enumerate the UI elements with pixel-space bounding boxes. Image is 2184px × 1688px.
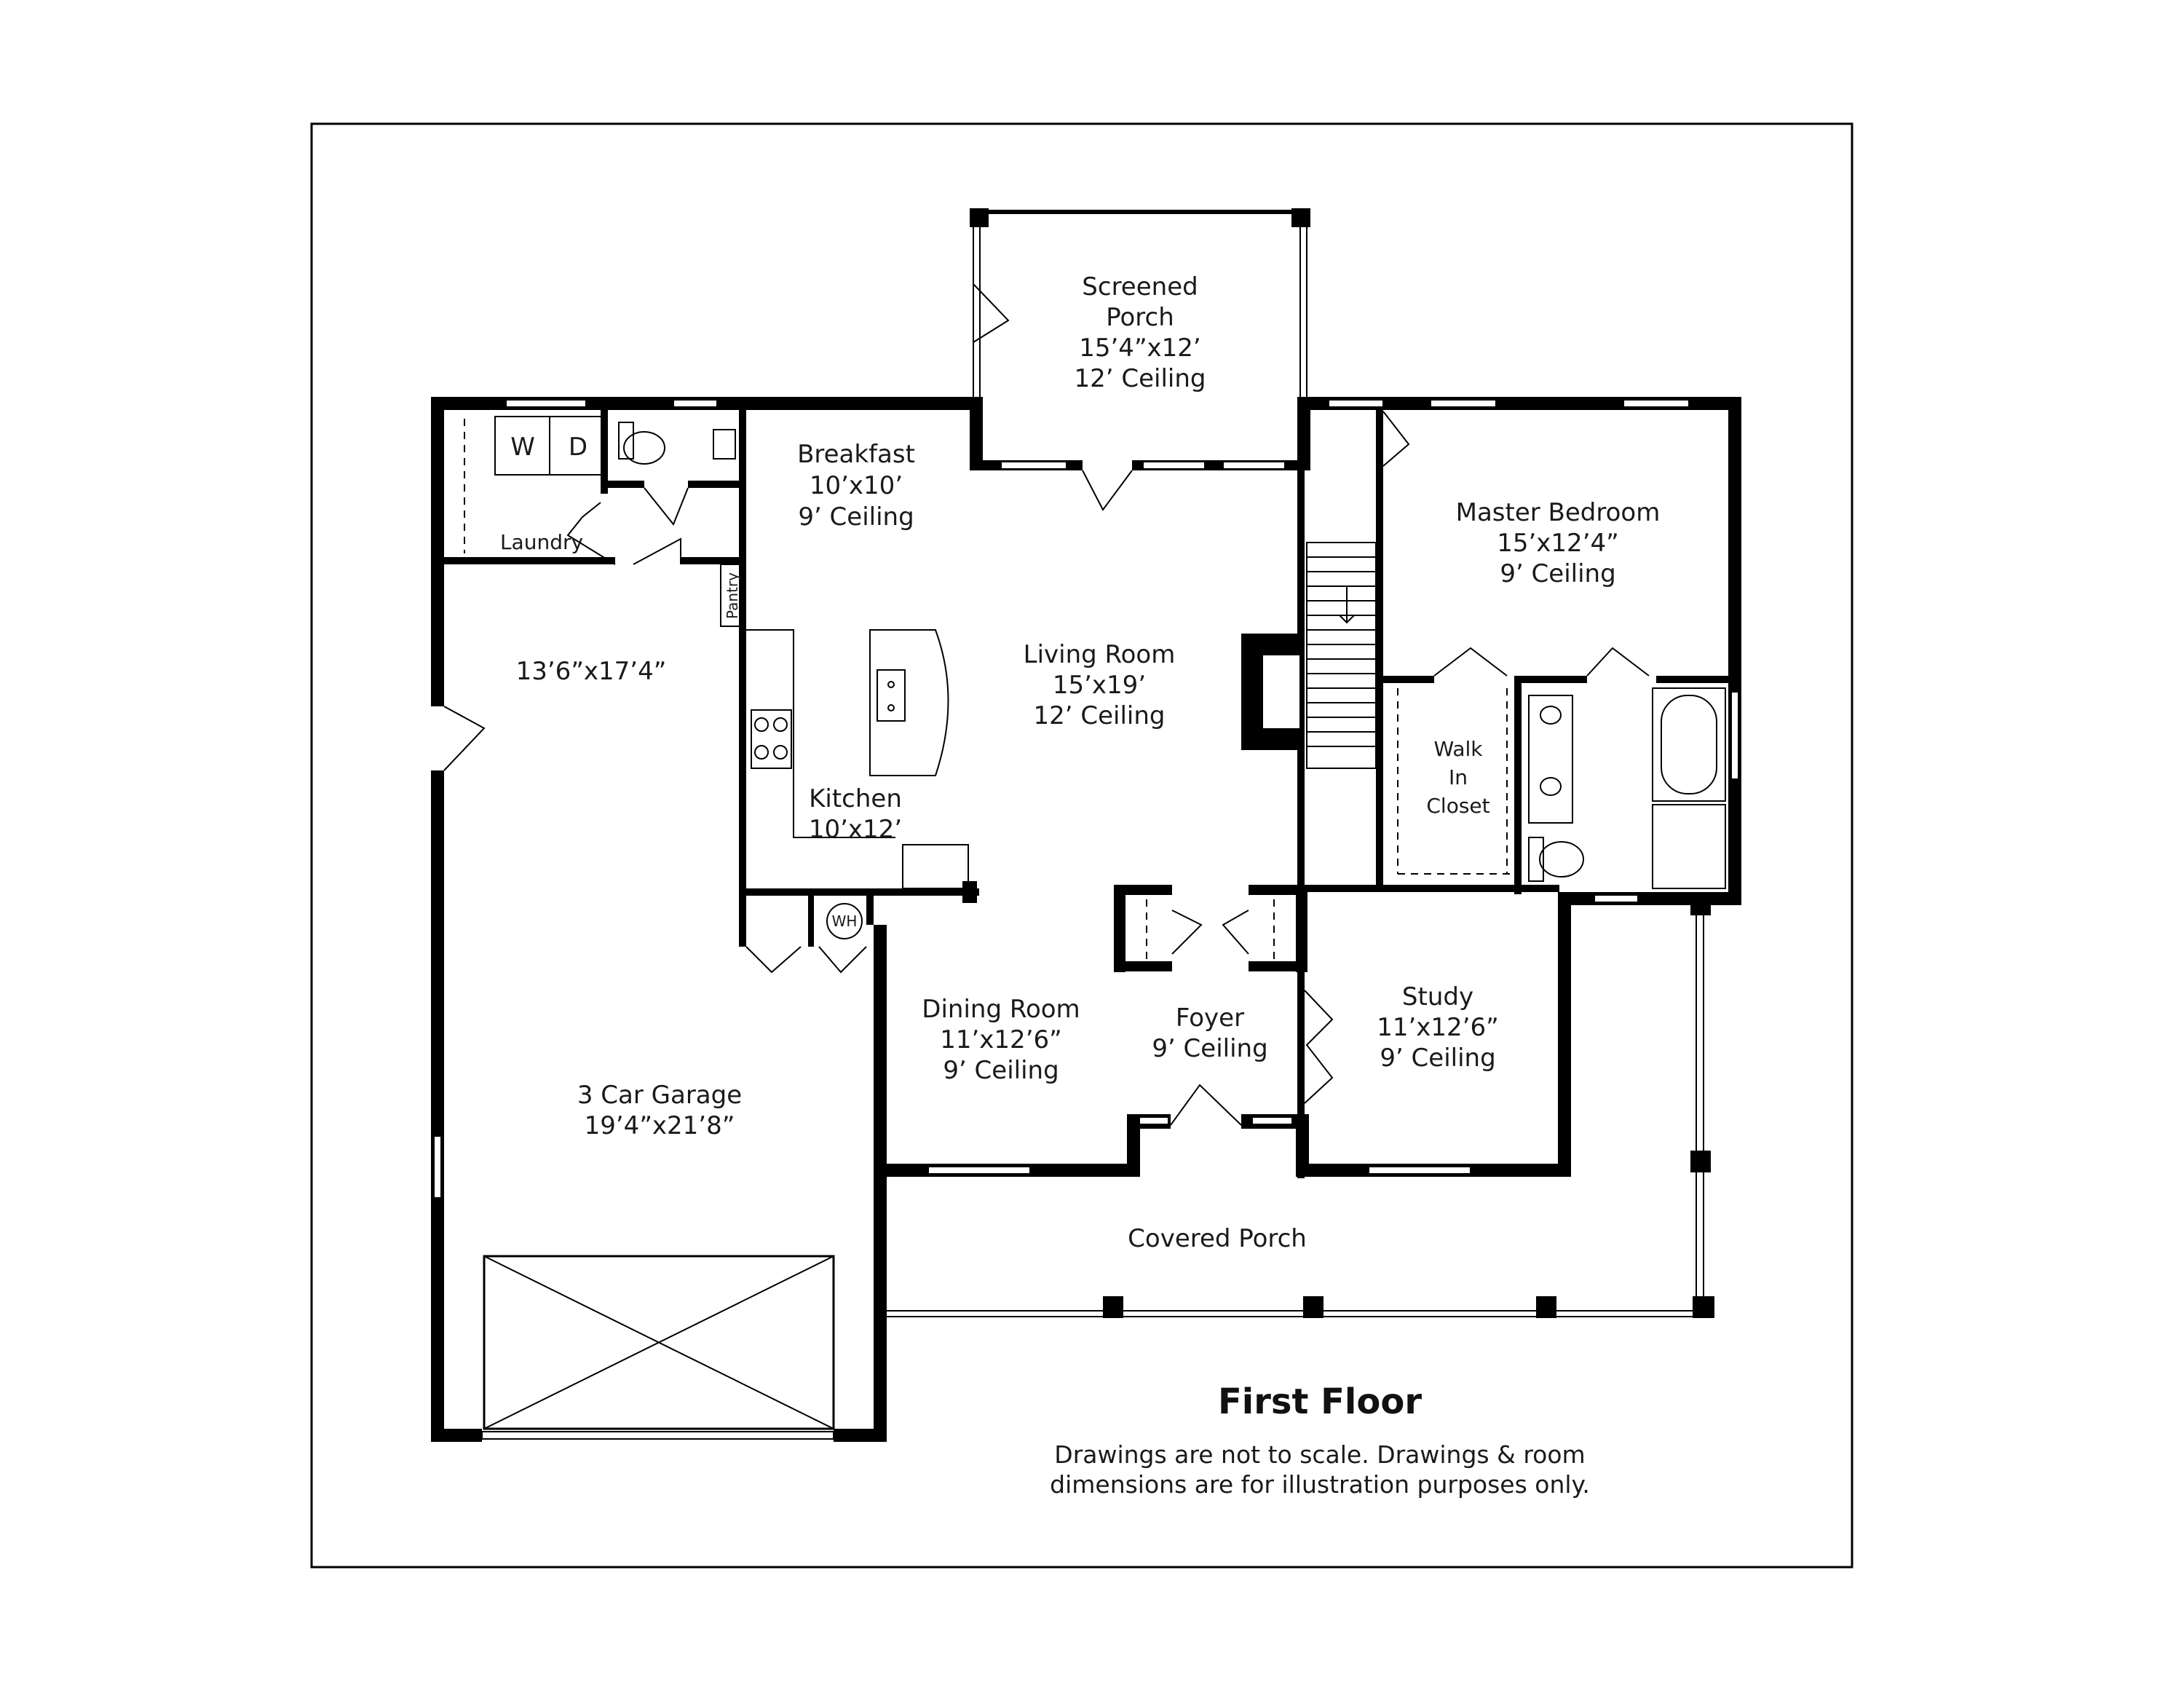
walk-in-closet-label-3: Closet: [1426, 794, 1489, 818]
laundry-label: Laundry: [500, 530, 583, 554]
kitchen-label: Kitchen: [809, 784, 902, 813]
powder-room-fixtures: [618, 422, 736, 465]
screened-porch-label: Screened: [1082, 272, 1198, 301]
kitchen-island: [869, 629, 949, 776]
dining-room-dims: 11’x12’6”: [940, 1025, 1062, 1054]
dining-room-label: Dining Room: [922, 995, 1080, 1024]
kitchen-dims: 10’x12’: [809, 815, 902, 844]
disclaimer-line-1: Drawings are not to scale. Drawings & ro…: [1054, 1440, 1585, 1469]
washer-dryer: [494, 416, 605, 476]
garage-label: 3 Car Garage: [577, 1081, 742, 1110]
floor-title: First Floor: [1218, 1381, 1422, 1422]
washer-label: W: [510, 433, 535, 462]
master-bedroom-label: Master Bedroom: [1456, 498, 1661, 527]
covered-porch-label: Covered Porch: [1128, 1224, 1307, 1253]
foyer-label: Foyer: [1176, 1003, 1244, 1033]
screened-porch-label-2: Porch: [1106, 303, 1174, 332]
walk-in-closet-label: Walk: [1433, 737, 1483, 761]
study-dims: 11’x12’6”: [1377, 1013, 1499, 1042]
living-room-dims: 15’x19’: [1053, 671, 1146, 700]
breakfast-label: Breakfast: [797, 440, 915, 469]
disclaimer-line-2: dimensions are for illustration purposes…: [1050, 1470, 1590, 1499]
mudroom-dims: 13’6”x17’4”: [516, 657, 667, 686]
kitchen-cabinets: [746, 629, 969, 889]
screened-porch-ceiling: 12’ Ceiling: [1074, 364, 1206, 393]
pantry-label: Pantry: [724, 572, 741, 619]
dining-room-ceiling: 9’ Ceiling: [943, 1056, 1059, 1085]
study-ceiling: 9’ Ceiling: [1380, 1044, 1495, 1073]
master-bath-fixtures: [1528, 687, 1726, 889]
garage-door: [483, 1255, 835, 1430]
master-bedroom-ceiling: 9’ Ceiling: [1500, 559, 1615, 588]
walk-in-closet-label-2: In: [1449, 765, 1468, 789]
screened-porch-dims: 15’4”x12’: [1079, 334, 1201, 363]
water-heater-label: WH: [832, 912, 858, 930]
water-heater: [826, 903, 863, 939]
dryer-label: D: [569, 433, 587, 462]
staircase: [1306, 542, 1377, 769]
breakfast-ceiling: 9’ Ceiling: [798, 502, 914, 532]
living-room-label: Living Room: [1024, 640, 1176, 669]
garage-dims: 19’4”x21’8”: [585, 1111, 735, 1140]
page-frame: [310, 122, 1853, 1569]
living-room-ceiling: 12’ Ceiling: [1033, 701, 1165, 730]
fireplace: [1241, 634, 1299, 750]
exterior-walls: [431, 397, 1741, 1442]
covered-porch-structure: [887, 897, 1714, 1318]
breakfast-dims: 10’x10’: [810, 471, 903, 500]
study-label: Study: [1402, 982, 1473, 1011]
master-bedroom-dims: 15’x12’4”: [1497, 529, 1619, 558]
foyer-ceiling: 9’ Ceiling: [1152, 1034, 1267, 1063]
